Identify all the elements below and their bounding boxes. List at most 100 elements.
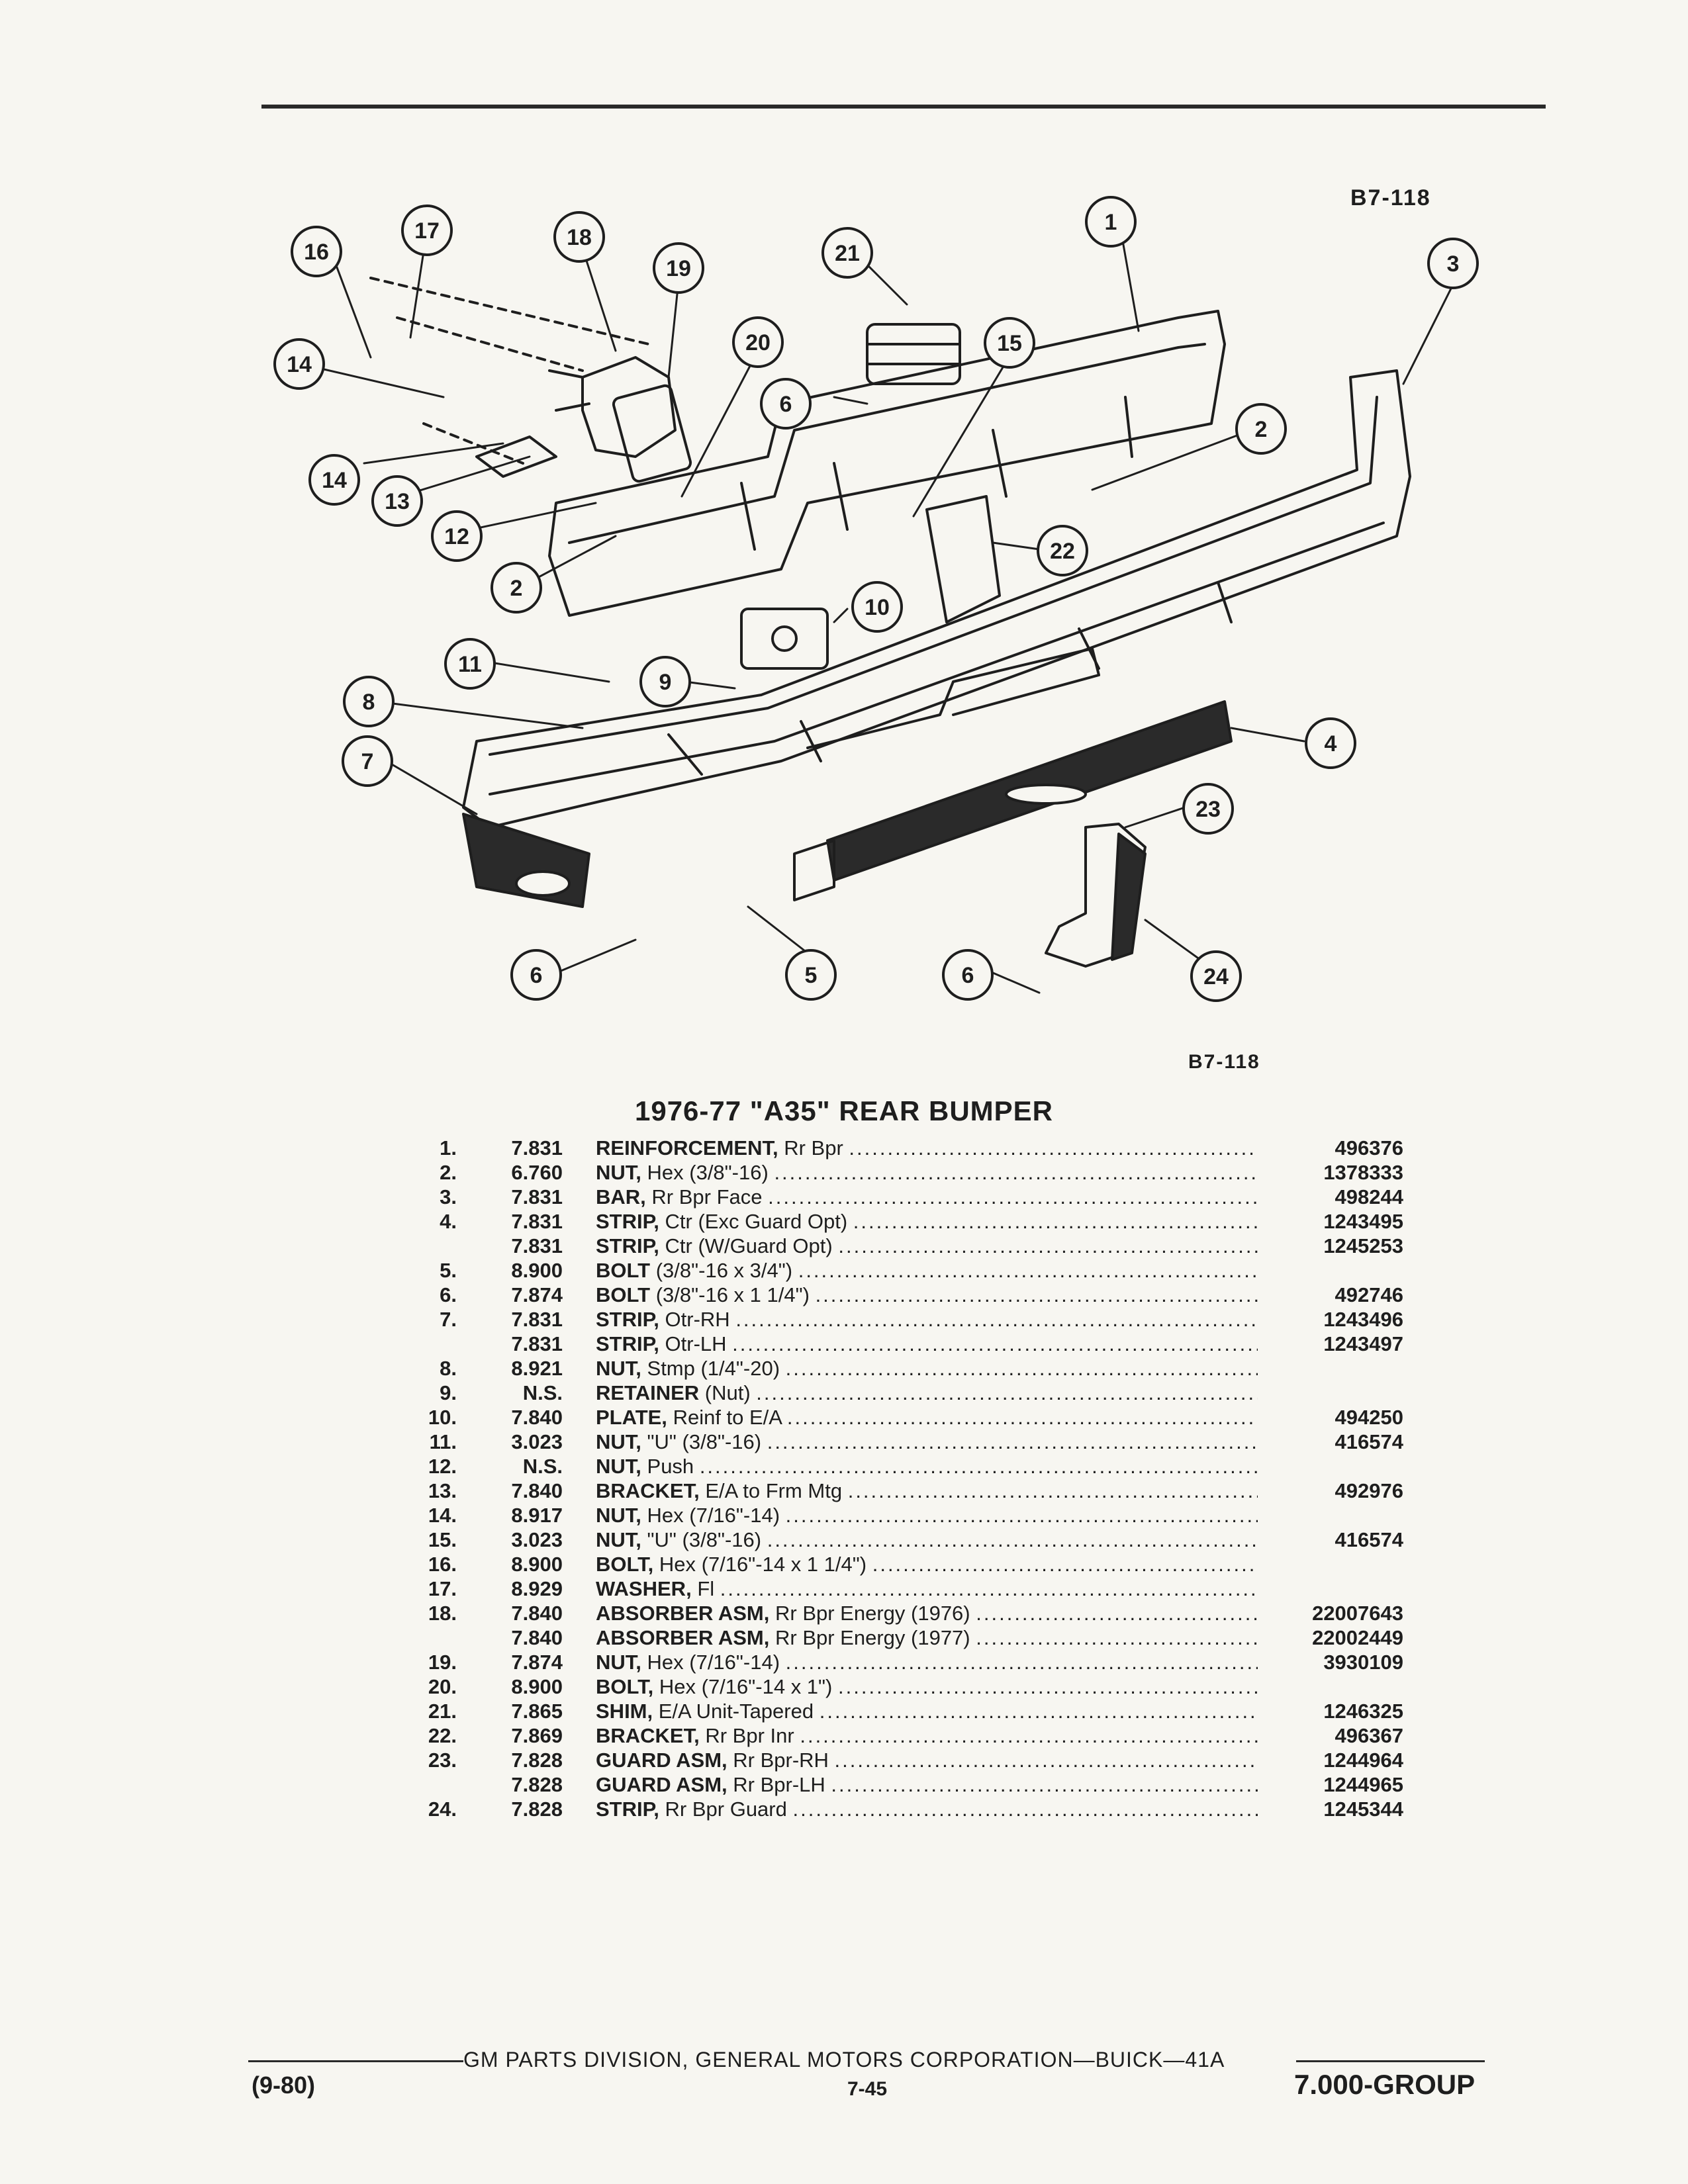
leader-dots: ........................................… xyxy=(756,1381,1258,1404)
part-detail: (3/8"-16 x 1 1/4") xyxy=(655,1283,810,1306)
item-number: 18. xyxy=(428,1602,457,1625)
part-description: GUARD ASM, Rr Bpr-LH ...................… xyxy=(569,1772,1258,1797)
callout-label: 20 xyxy=(745,330,771,355)
group-number: 7.831 xyxy=(511,1332,563,1355)
part-name: NUT, xyxy=(596,1430,641,1453)
part-name: GUARD ASM, xyxy=(596,1749,727,1772)
part-description: NUT, Hex (7/16"-14) ....................… xyxy=(569,1650,1258,1674)
part-description: BOLT, Hex (7/16"-14 x 1") ..............… xyxy=(569,1674,1258,1699)
part-detail: E/A Unit-Tapered xyxy=(658,1700,814,1723)
callout-label: 18 xyxy=(567,225,592,250)
item-number: 9. xyxy=(440,1381,457,1404)
leader-dots: ........................................… xyxy=(838,1234,1258,1257)
item-number: 3. xyxy=(440,1185,457,1208)
part-description: NUT, Hex (3/8"-16) .....................… xyxy=(569,1160,1258,1185)
part-number: 498244 xyxy=(1335,1185,1403,1208)
leader-dots: ........................................… xyxy=(720,1577,1258,1600)
callout-label: 5 xyxy=(805,963,818,988)
part-description: STRIP, Otr-LH ..........................… xyxy=(569,1332,1258,1356)
callout-label: 21 xyxy=(835,241,860,266)
leader-dots: ........................................… xyxy=(732,1332,1258,1355)
part-name: STRIP, xyxy=(596,1308,659,1331)
leader-dots: ........................................… xyxy=(976,1602,1258,1625)
part-detail: E/A to Frm Mtg xyxy=(705,1479,843,1502)
group-number: 7.831 xyxy=(511,1308,563,1331)
item-number: 7. xyxy=(440,1308,457,1331)
exploded-parts-diagram: 16 17 18 19 21 1 3 14 20 15 6 2 14 13 12… xyxy=(273,196,1479,1002)
callout-label: 15 xyxy=(997,331,1022,356)
group-number: 7.840 xyxy=(511,1602,563,1625)
part-name: REINFORCEMENT, xyxy=(596,1136,778,1160)
callout-label: 23 xyxy=(1196,797,1221,822)
part-number: 416574 xyxy=(1335,1528,1403,1551)
leader-dots: ........................................… xyxy=(785,1504,1258,1527)
callout-label: 17 xyxy=(414,218,440,244)
part-number xyxy=(1258,1381,1403,1405)
part-description: REINFORCEMENT, Rr Bpr ..................… xyxy=(569,1136,1258,1160)
group-number: 3.023 xyxy=(511,1430,563,1453)
leader-lines xyxy=(300,217,1458,994)
leader-dots: ........................................… xyxy=(767,1430,1258,1453)
item-number: 16. xyxy=(428,1553,457,1576)
group-number: 8.917 xyxy=(511,1504,563,1527)
item-number: 20. xyxy=(428,1675,457,1698)
part-detail: Rr Bpr-RH xyxy=(733,1749,829,1772)
group-number: N.S. xyxy=(522,1381,563,1404)
part-detail: Rr Bpr-LH xyxy=(733,1773,825,1796)
leader-dots: ........................................… xyxy=(774,1161,1258,1184)
part-detail: Stmp (1/4"-20) xyxy=(647,1357,780,1380)
leader-dots: ........................................… xyxy=(872,1553,1258,1576)
item-number: 15. xyxy=(428,1528,457,1551)
part-detail: Rr Bpr Guard xyxy=(665,1797,787,1821)
leader-dots: ........................................… xyxy=(847,1479,1258,1502)
part-name: GUARD ASM, xyxy=(596,1773,727,1796)
leader-dots: ........................................… xyxy=(800,1724,1258,1747)
part-detail: Hex (7/16"-14) xyxy=(647,1504,780,1527)
part-number: 1244965 xyxy=(1323,1773,1403,1796)
group-number: 7.831 xyxy=(511,1185,563,1208)
part-detail: Otr-LH xyxy=(665,1332,727,1355)
leader-dots: ........................................… xyxy=(853,1210,1258,1233)
leader-dots: ........................................… xyxy=(767,1528,1258,1551)
part-description: GUARD ASM, Rr Bpr-RH ...................… xyxy=(569,1748,1258,1772)
group-number: 7.828 xyxy=(511,1749,563,1772)
part-name: BOLT xyxy=(596,1283,651,1306)
leader-dots: ........................................… xyxy=(838,1675,1258,1698)
group-number: 7.865 xyxy=(511,1700,563,1723)
bracket-22 xyxy=(925,495,1001,623)
part-description: ABSORBER ASM, Rr Bpr Energy (1977) .....… xyxy=(569,1625,1258,1650)
part-detail: Otr-RH xyxy=(665,1308,730,1331)
item-number: 4. xyxy=(440,1210,457,1233)
callout-label: 7 xyxy=(361,749,374,774)
leader-dots: ........................................… xyxy=(785,1651,1258,1674)
part-description: NUT, "U" (3/8"-16) .....................… xyxy=(569,1527,1258,1552)
part-detail: (3/8"-16 x 3/4") xyxy=(655,1259,793,1282)
part-description: RETAINER (Nut) .........................… xyxy=(569,1381,1258,1405)
callout-label: 2 xyxy=(510,576,523,601)
part-number: 496367 xyxy=(1335,1724,1403,1747)
leader-dots: ........................................… xyxy=(815,1283,1258,1306)
energy-absorber xyxy=(581,356,677,458)
callout-label: 11 xyxy=(458,652,482,677)
top-rule xyxy=(261,105,1546,109)
part-number xyxy=(1258,1454,1403,1479)
group-number: 7.874 xyxy=(511,1283,563,1306)
part-number: 1245253 xyxy=(1323,1234,1403,1257)
parts-row: 9. N.S. RETAINER (Nut) ...................… xyxy=(371,1381,1403,1405)
part-number: 1245344 xyxy=(1323,1797,1403,1821)
part-detail: Reinf to E/A xyxy=(673,1406,782,1429)
shim xyxy=(866,323,961,385)
item-number xyxy=(371,1332,463,1356)
